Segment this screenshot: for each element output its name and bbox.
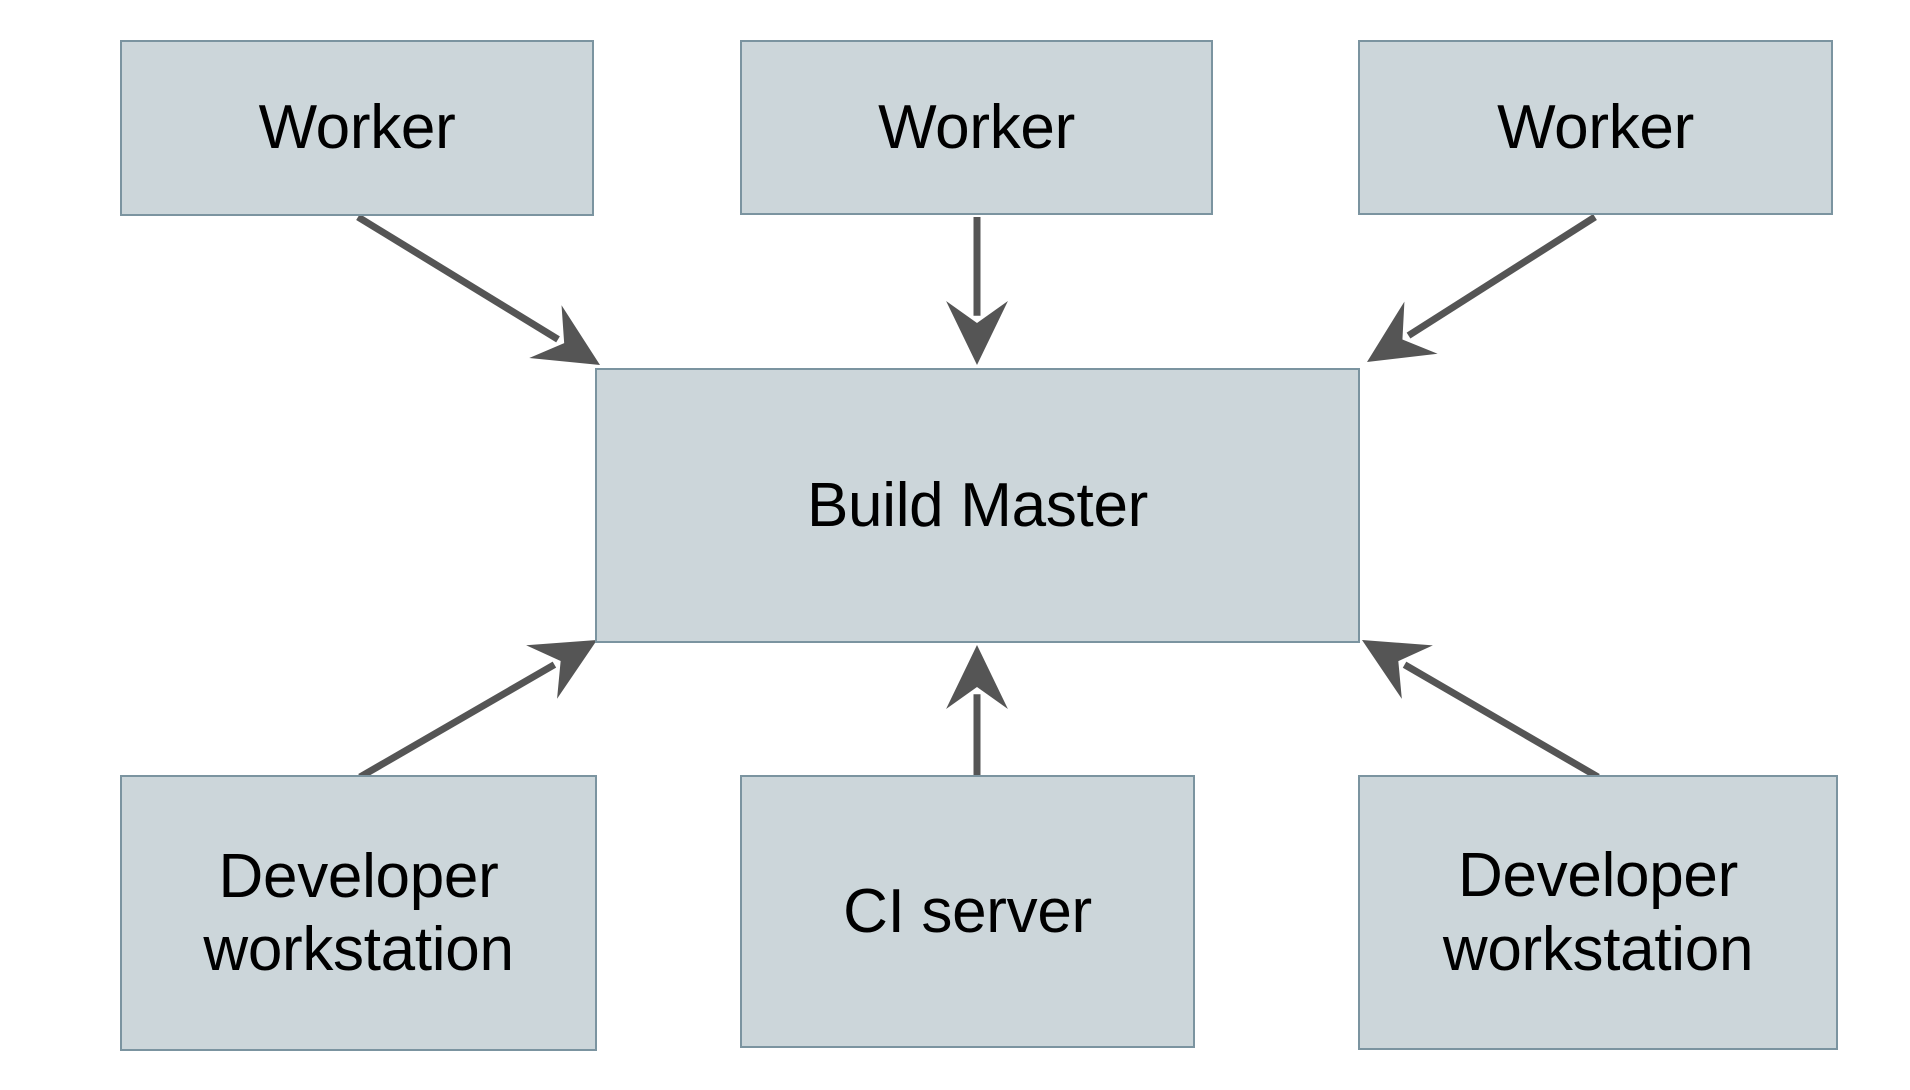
edge-worker-2-to-build-master-arrowhead xyxy=(946,301,1008,365)
node-developer-workstation-right-label: Developer workstation xyxy=(1442,841,1754,984)
node-build-master-label: Build Master xyxy=(807,470,1148,540)
node-worker-2[interactable]: Worker xyxy=(740,40,1213,215)
edge-worker-1-to-build-master-shaft xyxy=(356,214,560,343)
edge-developer-workstation-left-to-build-master-arrowhead xyxy=(526,640,597,699)
node-developer-workstation-left-label: Developer workstation xyxy=(203,841,514,984)
node-developer-workstation-right[interactable]: Developer workstation xyxy=(1358,775,1838,1050)
node-worker-1[interactable]: Worker xyxy=(120,40,594,216)
edge-worker-2-to-build-master xyxy=(946,217,1008,365)
edge-developer-workstation-right-to-build-master-arrowhead xyxy=(1362,640,1433,699)
node-worker-3[interactable]: Worker xyxy=(1358,40,1833,215)
node-ci-server[interactable]: CI server xyxy=(740,775,1195,1048)
edge-developer-workstation-left-to-build-master xyxy=(358,640,597,781)
node-worker-2-label: Worker xyxy=(878,92,1075,162)
node-worker-3-label: Worker xyxy=(1497,92,1694,162)
node-ci-server-label: CI server xyxy=(843,876,1092,946)
edge-ci-server-to-build-master-arrowhead xyxy=(946,645,1008,709)
edge-worker-1-to-build-master xyxy=(356,214,600,365)
edge-developer-workstation-right-to-build-master xyxy=(1362,640,1600,781)
node-build-master[interactable]: Build Master xyxy=(595,368,1360,643)
edge-developer-workstation-right-to-build-master-shaft xyxy=(1402,661,1600,781)
edge-worker-1-to-build-master-arrowhead xyxy=(529,305,600,365)
node-developer-workstation-left[interactable]: Developer workstation xyxy=(120,775,597,1051)
node-worker-1-label: Worker xyxy=(258,93,456,163)
edge-worker-3-to-build-master-shaft xyxy=(1406,214,1597,339)
edge-ci-server-to-build-master xyxy=(946,645,1008,777)
edge-worker-3-to-build-master xyxy=(1367,214,1597,362)
edge-worker-3-to-build-master-arrowhead xyxy=(1367,301,1438,362)
edge-developer-workstation-left-to-build-master-shaft xyxy=(358,661,557,781)
